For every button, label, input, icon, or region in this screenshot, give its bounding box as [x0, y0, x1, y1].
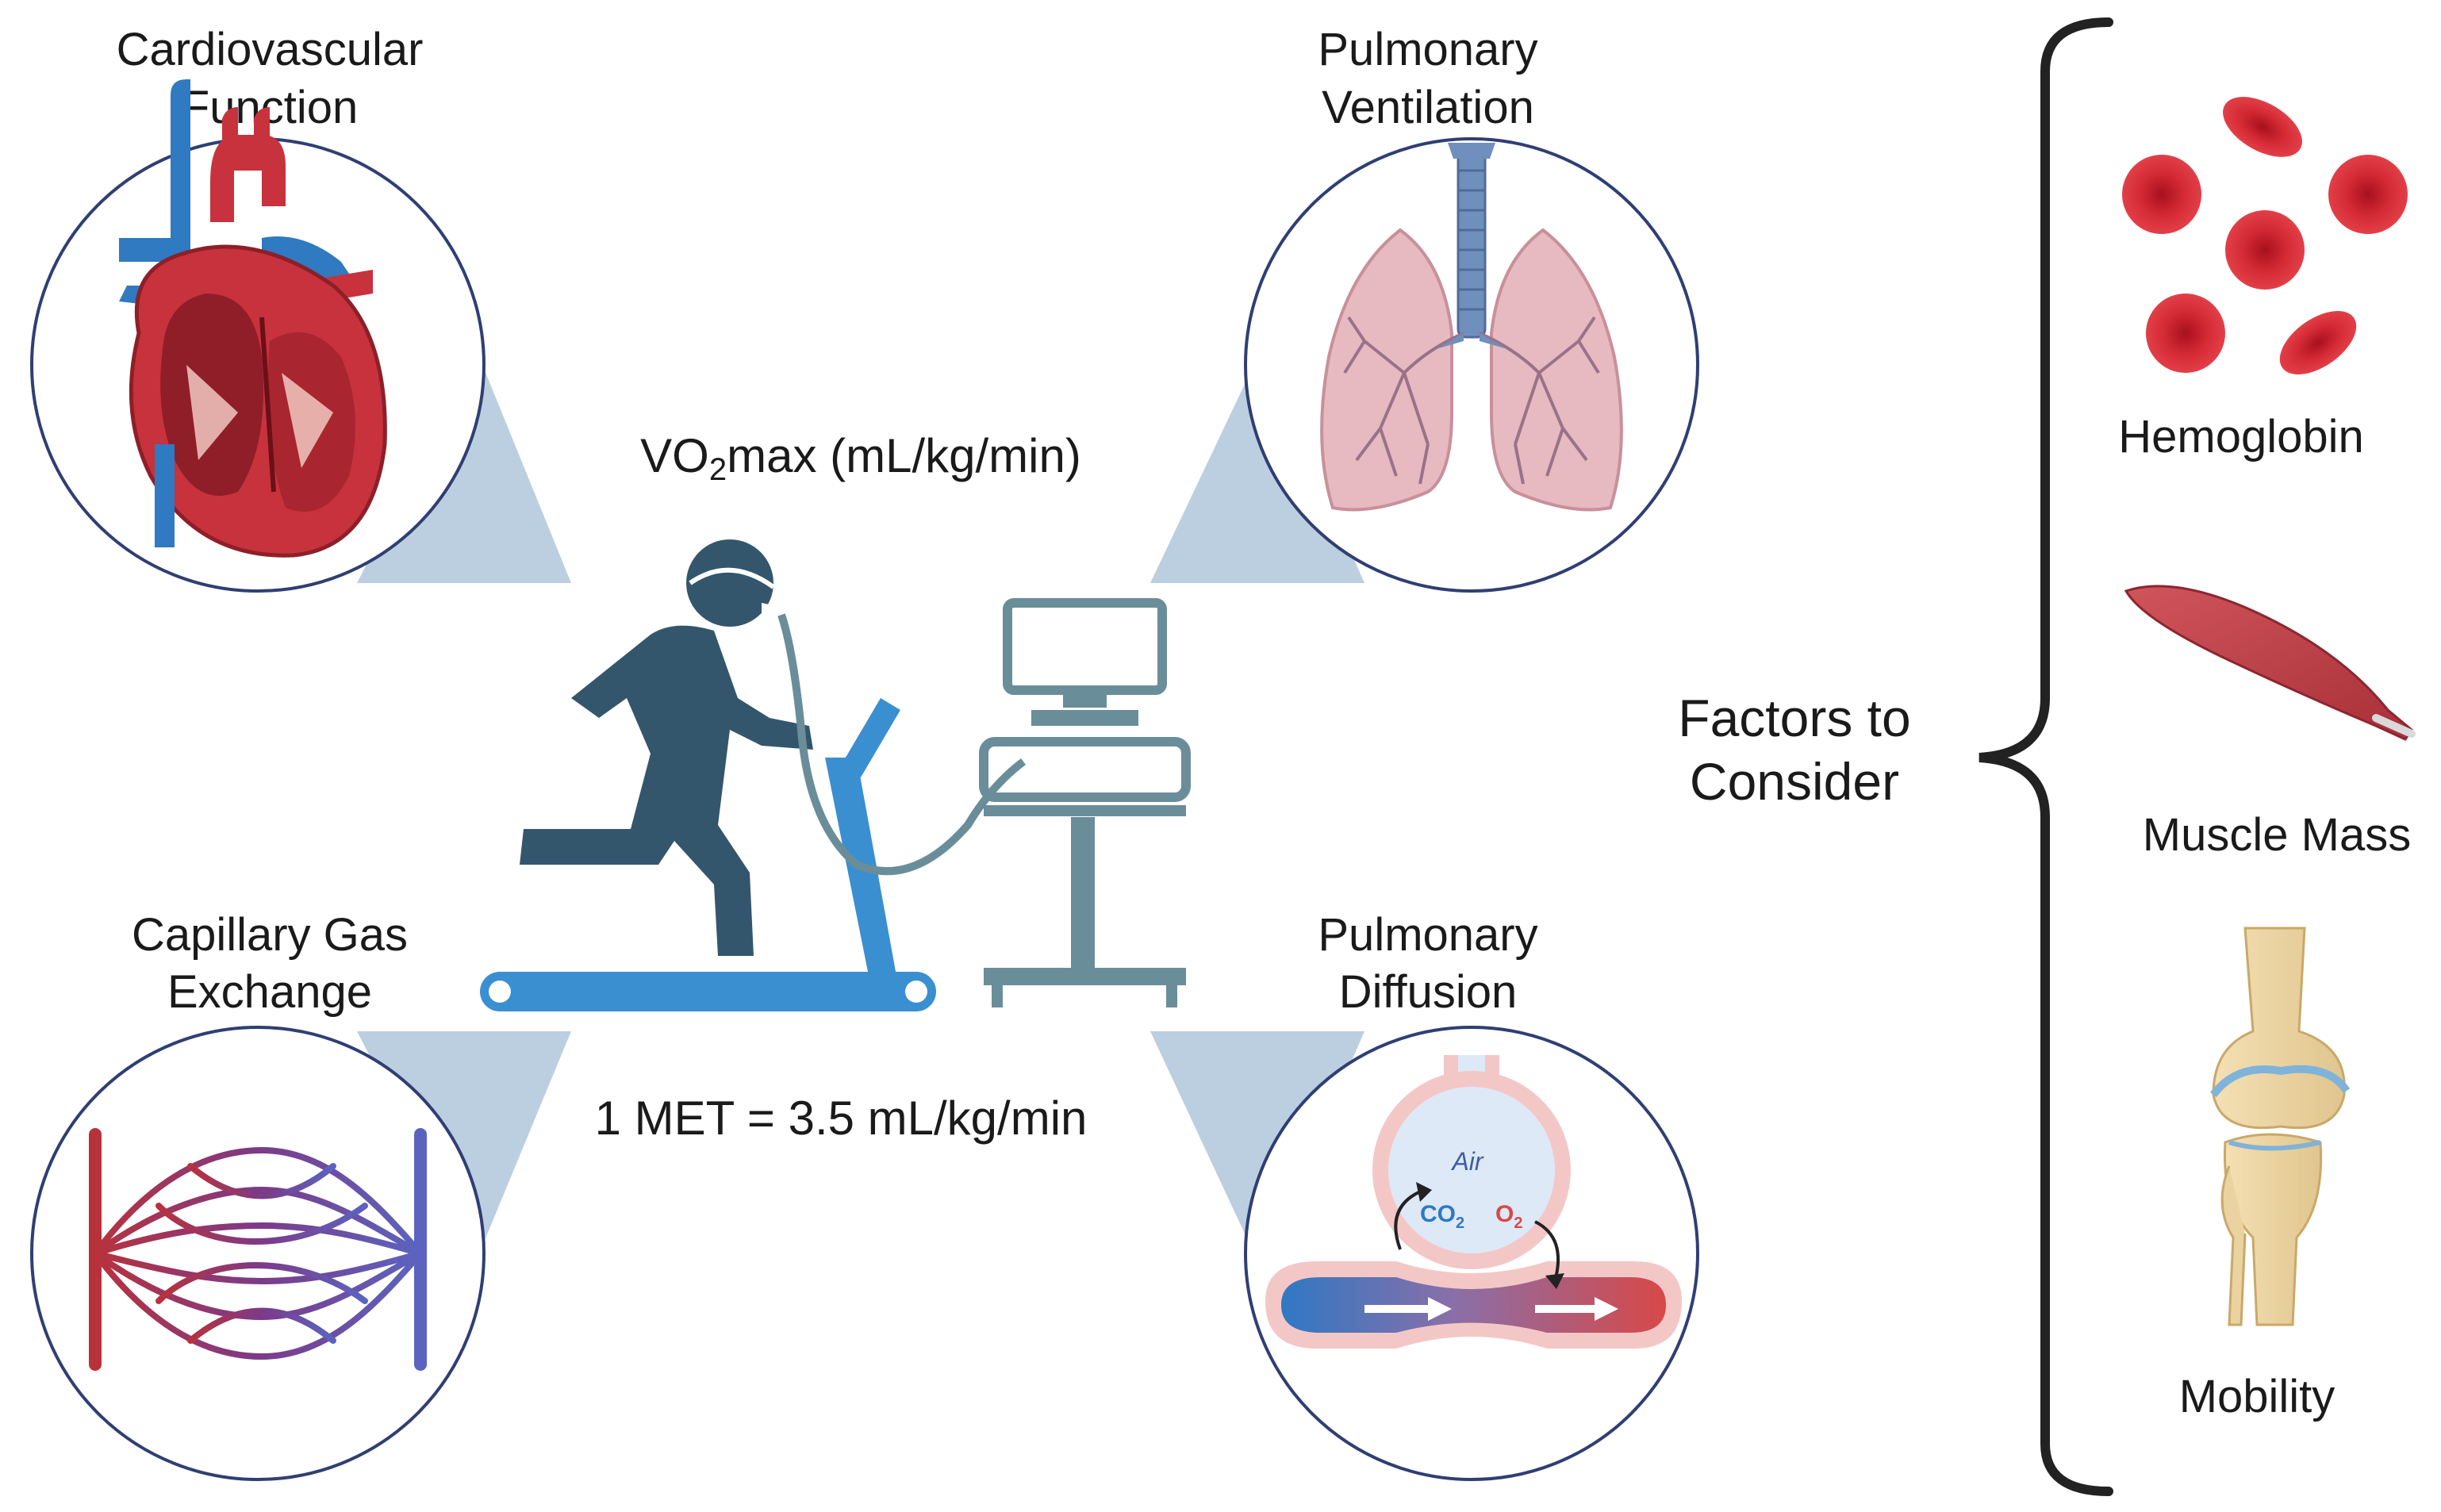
factors-title-line1: Factors to: [1678, 689, 1910, 747]
capillary-title-line2: Exchange: [167, 966, 372, 1018]
knee-joint-icon: [2210, 927, 2351, 1326]
cardiovascular-panel: Cardiovascular Function: [30, 24, 486, 593]
o2-label: O2: [1495, 1201, 1522, 1232]
capillary-network-icon: [89, 1128, 427, 1371]
capillary-panel: Capillary Gas Exchange: [30, 909, 486, 1481]
callout-diffusion: [1150, 1031, 1364, 1269]
diffusion-title-line2: Diffusion: [1339, 966, 1518, 1018]
capillary-circle: [30, 1026, 486, 1481]
diffusion-panel: Pulmonary Diffusion Air CO2 O2: [1244, 909, 1699, 1481]
ventilation-panel: Pulmonary Ventilation: [1244, 24, 1699, 593]
factor-hemoglobin: Hemoglobin: [2118, 411, 2364, 462]
metabolic-cart-icon: [979, 598, 1191, 1007]
factor-mobility: Mobility: [2179, 1371, 2335, 1422]
air-label: Air: [1450, 1147, 1483, 1176]
factors-section: Factors to Consider Hemoglobin Muscle Ma…: [1678, 17, 2416, 1496]
lungs-icon: [1320, 143, 1623, 512]
diffusion-title-line1: Pulmonary: [1318, 909, 1537, 961]
vo2max-label: VO2max (mL/kg/min): [640, 429, 1081, 487]
heart-icon: [119, 79, 387, 558]
factors-title-line2: Consider: [1690, 752, 1899, 811]
ventilation-title-line1: Pulmonary: [1318, 24, 1537, 75]
met-label: 1 MET = 3.5 mL/kg/min: [595, 1092, 1088, 1145]
co2-label: CO2: [1420, 1201, 1464, 1232]
vo2-test-setup: VO2max (mL/kg/min): [480, 429, 1191, 1145]
curly-brace: [1979, 17, 2113, 1496]
cardiovascular-title-line1: Cardiovascular: [117, 24, 424, 75]
red-blood-cells-icon: [2122, 97, 2408, 374]
muscle-icon: [2124, 585, 2416, 741]
factor-muscle-mass: Muscle Mass: [2143, 809, 2411, 861]
alveolus-icon: [1265, 1055, 1682, 1349]
runner-icon: [520, 539, 813, 956]
capillary-title-line1: Capillary Gas: [132, 909, 408, 961]
ventilation-title-line2: Ventilation: [1322, 82, 1534, 133]
gas-tube: [777, 613, 1027, 876]
